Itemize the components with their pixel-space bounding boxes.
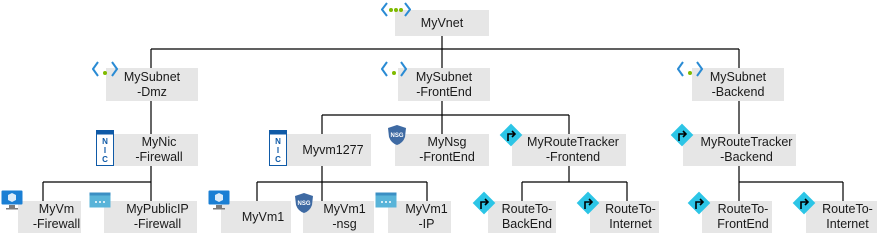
public-ip-firewall-label: MyPublicIP -Firewall (126, 202, 189, 231)
subnet-icon (381, 61, 407, 77)
route-tracker-frontend-label: MyRouteTracker -Frontend (527, 135, 619, 164)
myvm1-label: MyVm1 (241, 209, 285, 224)
vm-icon (208, 190, 230, 210)
svg-text:I: I (104, 146, 106, 155)
vnet-node: MyVnet (395, 10, 489, 36)
route-to-backend-node: RouteTo- BackEnd (488, 201, 556, 233)
svg-text:NSG: NSG (390, 133, 403, 139)
svg-text:C: C (275, 155, 281, 164)
route-tracker-backend-label: MyRouteTracker -Backend (700, 135, 793, 164)
svg-text:N: N (102, 137, 108, 146)
nic-myvm1277-node: Myvm1277 (287, 134, 371, 166)
nic-firewall-node: MyNic -Firewall (114, 134, 198, 166)
subnet-icon (677, 61, 703, 77)
route-to-internet-frontend-label: RouteTo- Internet (605, 202, 656, 231)
svg-text:NSG: NSG (297, 201, 310, 207)
route-icon (472, 191, 496, 215)
nsg-icon: NSG (295, 193, 313, 213)
vm-icon (1, 190, 23, 210)
subnet-dmz-node: MySubnet -Dmz (106, 68, 198, 101)
svg-text:N: N (275, 137, 281, 146)
route-to-frontend-label: RouteTo- FrontEnd (717, 202, 769, 231)
network-topology-diagram: MyVnet MySubnet -Dmz MySubnet -FrontEnd … (1, 2, 877, 233)
route-to-internet-frontend-node: RouteTo- Internet (590, 201, 659, 233)
nsg-frontend-node: MyNsg -FrontEnd (395, 134, 489, 166)
vm-firewall-node: MyVm -Firewall (18, 201, 81, 233)
public-ip-icon (375, 192, 397, 208)
route-table-icon (499, 123, 523, 147)
route-table-icon (670, 123, 694, 147)
nic-icon: N I C (96, 130, 114, 166)
svg-text:C: C (102, 155, 108, 164)
vnet-icon (381, 2, 411, 17)
route-to-internet-backend-label: RouteTo- Internet (822, 202, 873, 231)
connector-lines (42, 36, 844, 201)
route-to-backend-label: RouteTo- BackEnd (501, 202, 553, 231)
nic-icon: N I C (269, 130, 287, 166)
subnet-backend-label: MySubnet -Backend (709, 69, 767, 99)
myvm1-ip-node: MyVm1 -IP (388, 201, 451, 233)
vnet-label: MyVnet (420, 15, 464, 30)
nic-myvm1277-label: Myvm1277 (302, 142, 364, 157)
subnet-backend-node: MySubnet -Backend (692, 68, 784, 101)
public-ip-firewall-node: MyPublicIP -Firewall (104, 201, 197, 233)
route-to-frontend-node: RouteTo- FrontEnd (702, 201, 772, 233)
subnet-frontend-label: MySubnet -FrontEnd (415, 69, 473, 99)
nsg-frontend-label: MyNsg -FrontEnd (419, 135, 475, 164)
myvm1-nsg-label: MyVm1 -nsg (323, 202, 366, 231)
vm-firewall-label: MyVm -Firewall (32, 202, 81, 231)
nic-firewall-label: MyNic -Firewall (135, 135, 183, 164)
subnet-frontend-node: MySubnet -FrontEnd (398, 68, 490, 101)
route-icon (687, 191, 711, 215)
route-tracker-backend-node: MyRouteTracker -Backend (683, 134, 796, 166)
route-icon (576, 191, 600, 215)
myvm1-ip-label: MyVm1 -IP (405, 202, 448, 231)
nsg-icon: NSG (388, 125, 406, 145)
myvm1-node: MyVm1 (221, 201, 291, 233)
svg-text:I: I (277, 146, 279, 155)
subnet-dmz-label: MySubnet -Dmz (123, 69, 181, 99)
subnet-icon (92, 61, 118, 77)
myvm1-nsg-node: MyVm1 -nsg (303, 201, 374, 233)
route-icon (792, 191, 816, 215)
route-to-internet-backend-node: RouteTo- Internet (806, 201, 877, 233)
route-tracker-frontend-node: MyRouteTracker -Frontend (512, 134, 626, 166)
public-ip-icon (89, 192, 111, 208)
